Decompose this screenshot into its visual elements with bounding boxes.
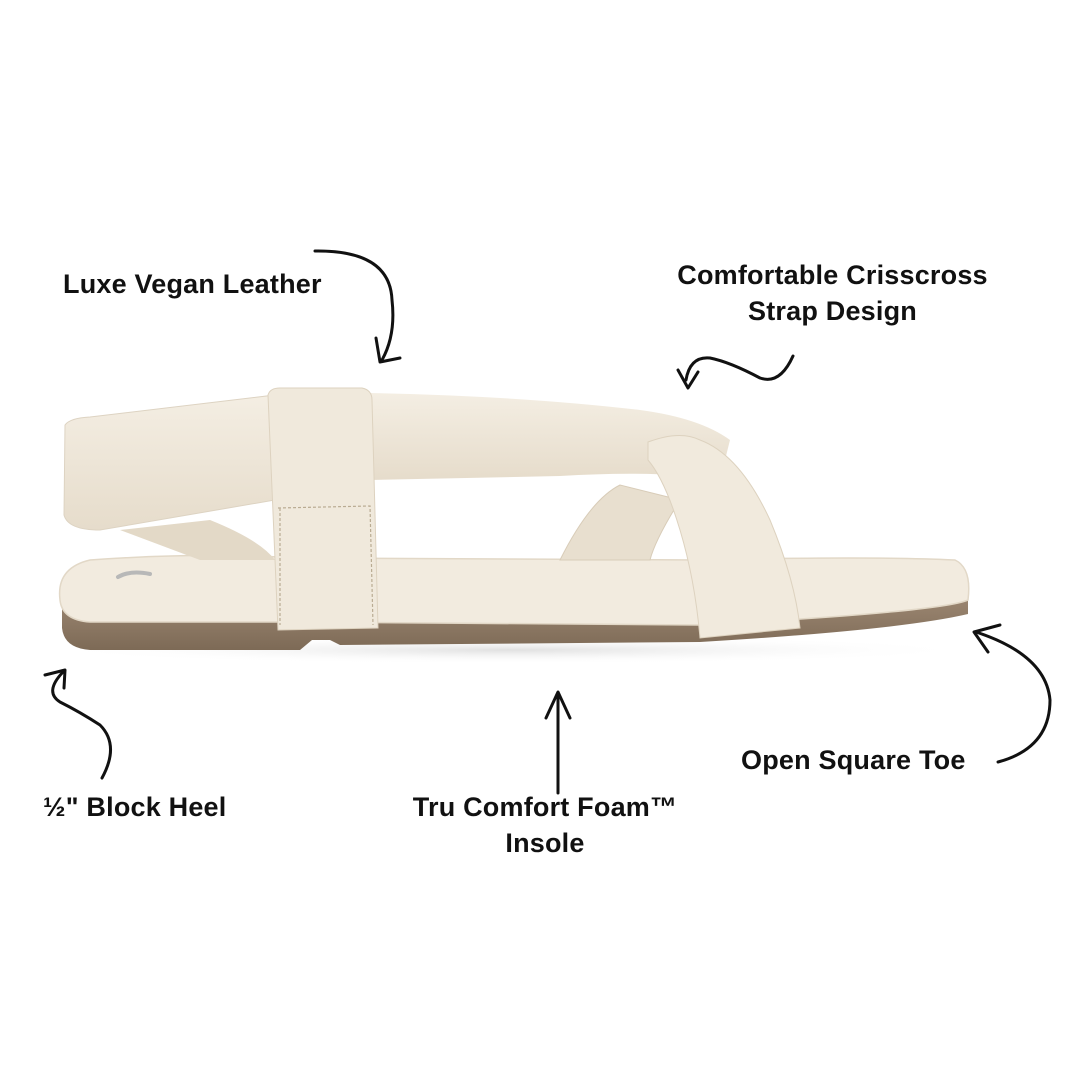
- leather-arrowhead-icon: [374, 336, 402, 364]
- insole-arrowhead-icon: [544, 690, 572, 720]
- toe-arrow-icon: [974, 630, 1052, 764]
- heel-arrowhead-icon: [43, 668, 67, 690]
- insole-logo: [116, 570, 152, 579]
- callout-crisscross-strap: Comfortable Crisscross Strap Design: [650, 257, 1015, 329]
- inner-cross-strap: [559, 484, 681, 561]
- callout-crisscross-line2: Strap Design: [748, 296, 917, 326]
- slingback-strap: [63, 394, 276, 531]
- callout-crisscross-line1: Comfortable Crisscross: [677, 260, 988, 290]
- strap-arrow-icon: [684, 354, 795, 382]
- strap-stitching: [277, 505, 374, 626]
- toe-arrowhead-icon: [972, 623, 1002, 654]
- strap-arrowhead-icon: [676, 368, 700, 390]
- quarter-strap-band: [267, 387, 379, 631]
- inner-heel-strap: [120, 520, 275, 560]
- callout-block-heel: ½" Block Heel: [43, 792, 227, 822]
- outer-cross-strap: [647, 435, 801, 639]
- leather-arrow-icon: [313, 249, 395, 362]
- insole: [58, 554, 970, 626]
- callout-insole-line1: Tru Comfort Foam™: [412, 792, 678, 822]
- long-upper-strap: [370, 393, 730, 480]
- callout-open-square-toe: Open Square Toe: [741, 745, 966, 775]
- callout-luxe-vegan-leather: Luxe Vegan Leather: [63, 269, 322, 299]
- callout-insole: Tru Comfort Foam™ Insole: [395, 789, 695, 861]
- callout-insole-line2: Insole: [505, 828, 585, 858]
- heel-arrow-icon: [51, 670, 112, 780]
